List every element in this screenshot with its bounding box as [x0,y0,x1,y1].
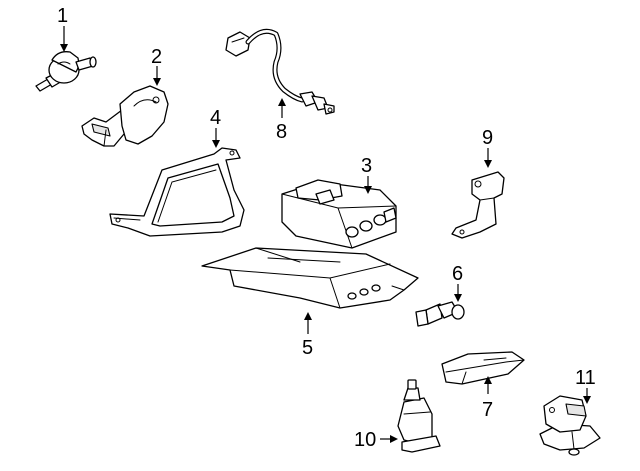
part-5-tray [201,247,419,309]
callout-5: 5 [302,337,313,359]
part-6-grommet [415,301,465,327]
part-4-frame-bracket [109,147,245,237]
part-3-canister [281,179,397,249]
part-7-solenoid [441,351,525,385]
callout-leaders [60,26,591,443]
part-8-oxygen-sensor [225,28,335,115]
callout-7: 7 [482,399,493,421]
callout-4: 4 [210,107,221,129]
callout-11: 11 [575,367,596,389]
part-10-switching-valve [397,379,441,453]
part-11-mount [539,395,601,456]
callout-9: 9 [482,127,493,149]
part-2-bracket [81,85,169,147]
part-1-valve [35,51,97,92]
part-9-mount-bracket [451,171,505,239]
callout-6: 6 [452,263,463,285]
callout-1: 1 [57,5,68,27]
callout-8: 8 [276,121,287,143]
callout-3: 3 [361,155,372,177]
callout-2: 2 [151,46,162,68]
callout-10: 10 [354,429,376,451]
